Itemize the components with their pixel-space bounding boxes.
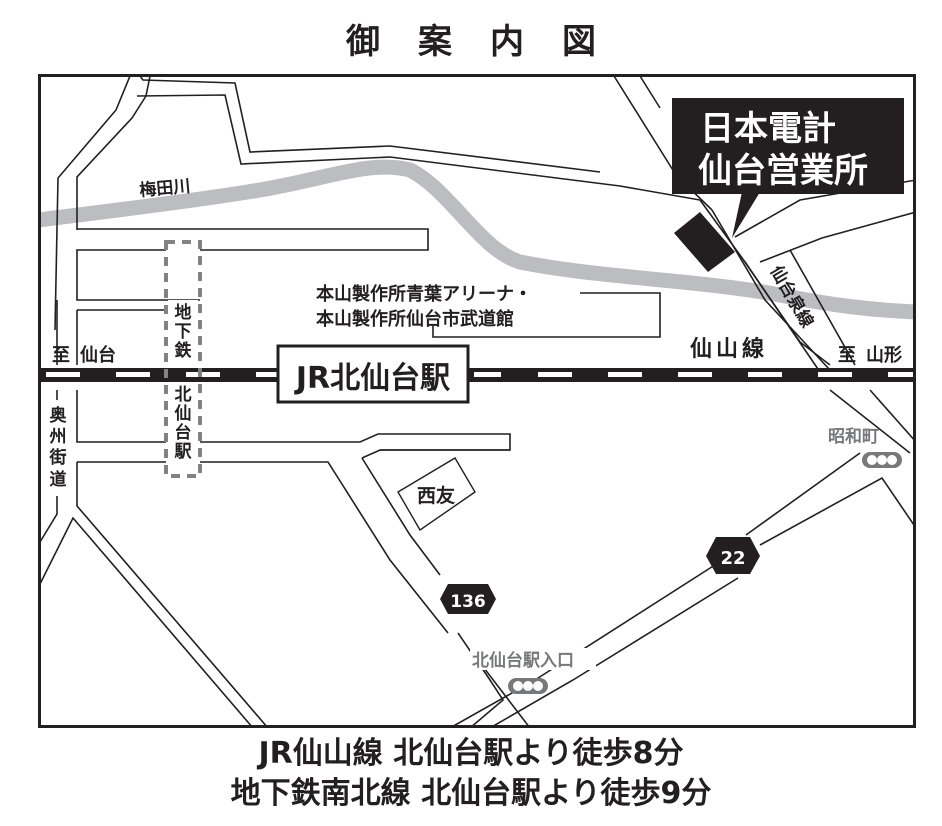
route-22-label: 22 (720, 548, 745, 569)
office-callout (672, 98, 904, 194)
subway-label: 地 下 鉄 北 仙 台 駅 (174, 302, 193, 462)
svg-text:地: 地 (175, 302, 192, 323)
svg-text:道: 道 (50, 469, 67, 490)
to-yamagata-label: 山形 (866, 345, 902, 366)
svg-text:街: 街 (49, 447, 67, 468)
page-title: 御案内図 (346, 22, 634, 62)
venue-label-line2: 本山製作所仙台市武道館 (316, 308, 514, 330)
showamachi-label: 昭和町 (828, 427, 879, 447)
access-subway: 地下鉄南北線 北仙台駅より徒歩9分 (230, 776, 712, 811)
svg-text:下: 下 (175, 322, 192, 342)
office-building (674, 212, 735, 272)
office-name-line1: 日本電計 (700, 109, 836, 149)
jr-station-box (276, 344, 470, 404)
svg-text:奥: 奥 (50, 405, 68, 426)
access-jr: JR仙山線 北仙台駅より徒歩8分 (258, 736, 684, 771)
svg-text:鉄: 鉄 (175, 340, 192, 361)
to-sendai-prefix: 至 (52, 345, 70, 366)
to-yamagata-prefix: 至 (838, 345, 856, 366)
kitasendai-entrance-label: 北仙台駅入口 (472, 650, 574, 671)
svg-text:仙: 仙 (175, 403, 192, 424)
map: 西友 仙台泉線 日本電計 仙台営業所 梅田川 本山製作所青葉アリーナ・ 本山製作… (38, 74, 916, 728)
kitasendai-entrance-signal: 北仙台駅入口 (470, 648, 596, 694)
svg-text:北: 北 (175, 385, 192, 405)
venue-label-line1: 本山製作所青葉アリーナ・ (316, 283, 532, 305)
river-label: 梅田川 (139, 176, 192, 201)
callout-pointer (732, 192, 760, 238)
route-136-shield: 136 (440, 584, 496, 614)
svg-text:州: 州 (49, 427, 67, 447)
jr-station-label: JR北仙台駅 (294, 361, 450, 396)
route-136-label: 136 (450, 592, 486, 612)
svg-text:台: 台 (175, 422, 192, 443)
subway-station-box (164, 240, 202, 478)
oshu-kaido-label: 奥 州 街 道 (49, 405, 68, 490)
route-22-shield: 22 (706, 537, 760, 574)
to-sendai-label: 仙台 (80, 344, 116, 366)
showamachi-signal: 昭和町 (828, 427, 902, 468)
access-info: JR仙山線 北仙台駅より徒歩8分 地下鉄南北線 北仙台駅より徒歩9分 (0, 734, 942, 814)
jr-senzan-railway (38, 368, 916, 382)
seiyu-building: 西友 (397, 457, 476, 532)
svg-text:駅: 駅 (174, 442, 193, 462)
umeda-river (38, 159, 916, 320)
nishitomo-label: 西友 (417, 484, 455, 507)
office-name-line2: 仙台営業所 (698, 151, 868, 191)
senzan-line-label: 仙山線 (690, 336, 768, 362)
